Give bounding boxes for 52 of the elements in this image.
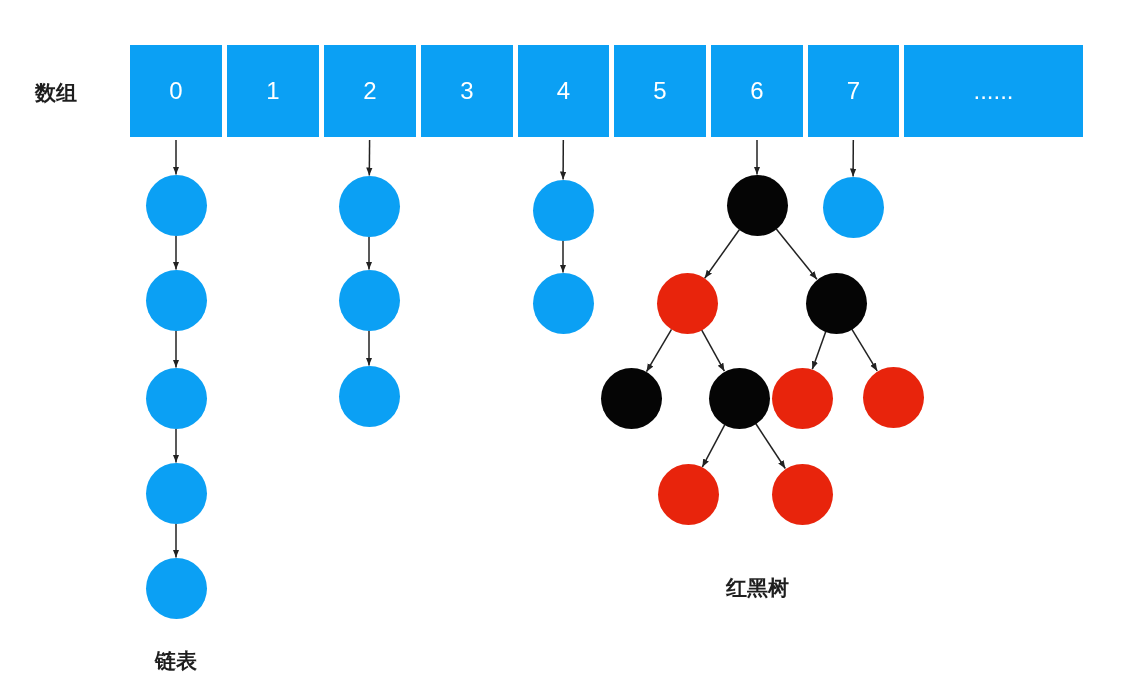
arrow bbox=[700, 329, 726, 372]
list-node bbox=[338, 269, 400, 331]
tree-node bbox=[862, 366, 924, 428]
list-node bbox=[532, 272, 594, 334]
array-cell: 0 bbox=[130, 45, 222, 137]
array-cell: 5 bbox=[614, 45, 706, 137]
tree-node bbox=[771, 367, 833, 429]
tree-node bbox=[708, 367, 770, 429]
section-label: 红黑树 bbox=[725, 575, 789, 601]
tree-node bbox=[771, 463, 833, 525]
arrow bbox=[366, 139, 373, 177]
arrow bbox=[559, 239, 567, 274]
arrow bbox=[701, 424, 726, 468]
list-node bbox=[338, 175, 400, 237]
arrow bbox=[851, 328, 878, 372]
array-cell: ...... bbox=[904, 45, 1083, 137]
section-label: 链表 bbox=[155, 648, 197, 674]
array-cell: 6 bbox=[711, 45, 803, 137]
arrow bbox=[172, 329, 180, 369]
tree-node bbox=[657, 463, 719, 525]
arrow bbox=[645, 328, 673, 373]
tree-node bbox=[805, 272, 867, 334]
arrow bbox=[753, 139, 761, 176]
arrow bbox=[172, 427, 180, 464]
arrow bbox=[754, 422, 787, 470]
array-cell: 1 bbox=[227, 45, 319, 137]
list-node bbox=[822, 176, 884, 238]
arrow bbox=[172, 522, 180, 559]
array-cell: 7 bbox=[808, 45, 899, 137]
arrow bbox=[849, 139, 857, 178]
arrow bbox=[365, 329, 373, 367]
arrow bbox=[172, 139, 180, 176]
section-label: 数组 bbox=[35, 80, 77, 106]
list-node bbox=[338, 365, 400, 427]
arrow bbox=[365, 235, 373, 271]
tree-node bbox=[600, 367, 662, 429]
array-cell: 4 bbox=[518, 45, 609, 137]
list-node bbox=[145, 462, 207, 524]
list-node bbox=[145, 269, 207, 331]
array-cell: 2 bbox=[324, 45, 416, 137]
list-node bbox=[532, 179, 594, 241]
list-node bbox=[145, 367, 207, 429]
array-cell: 3 bbox=[421, 45, 513, 137]
arrow bbox=[703, 229, 741, 279]
arrow bbox=[811, 330, 827, 371]
list-node bbox=[145, 557, 207, 619]
list-node bbox=[145, 174, 207, 236]
arrow bbox=[172, 234, 180, 271]
arrow bbox=[559, 139, 567, 181]
tree-node bbox=[726, 174, 788, 236]
tree-node bbox=[656, 272, 718, 334]
arrow bbox=[775, 227, 818, 281]
